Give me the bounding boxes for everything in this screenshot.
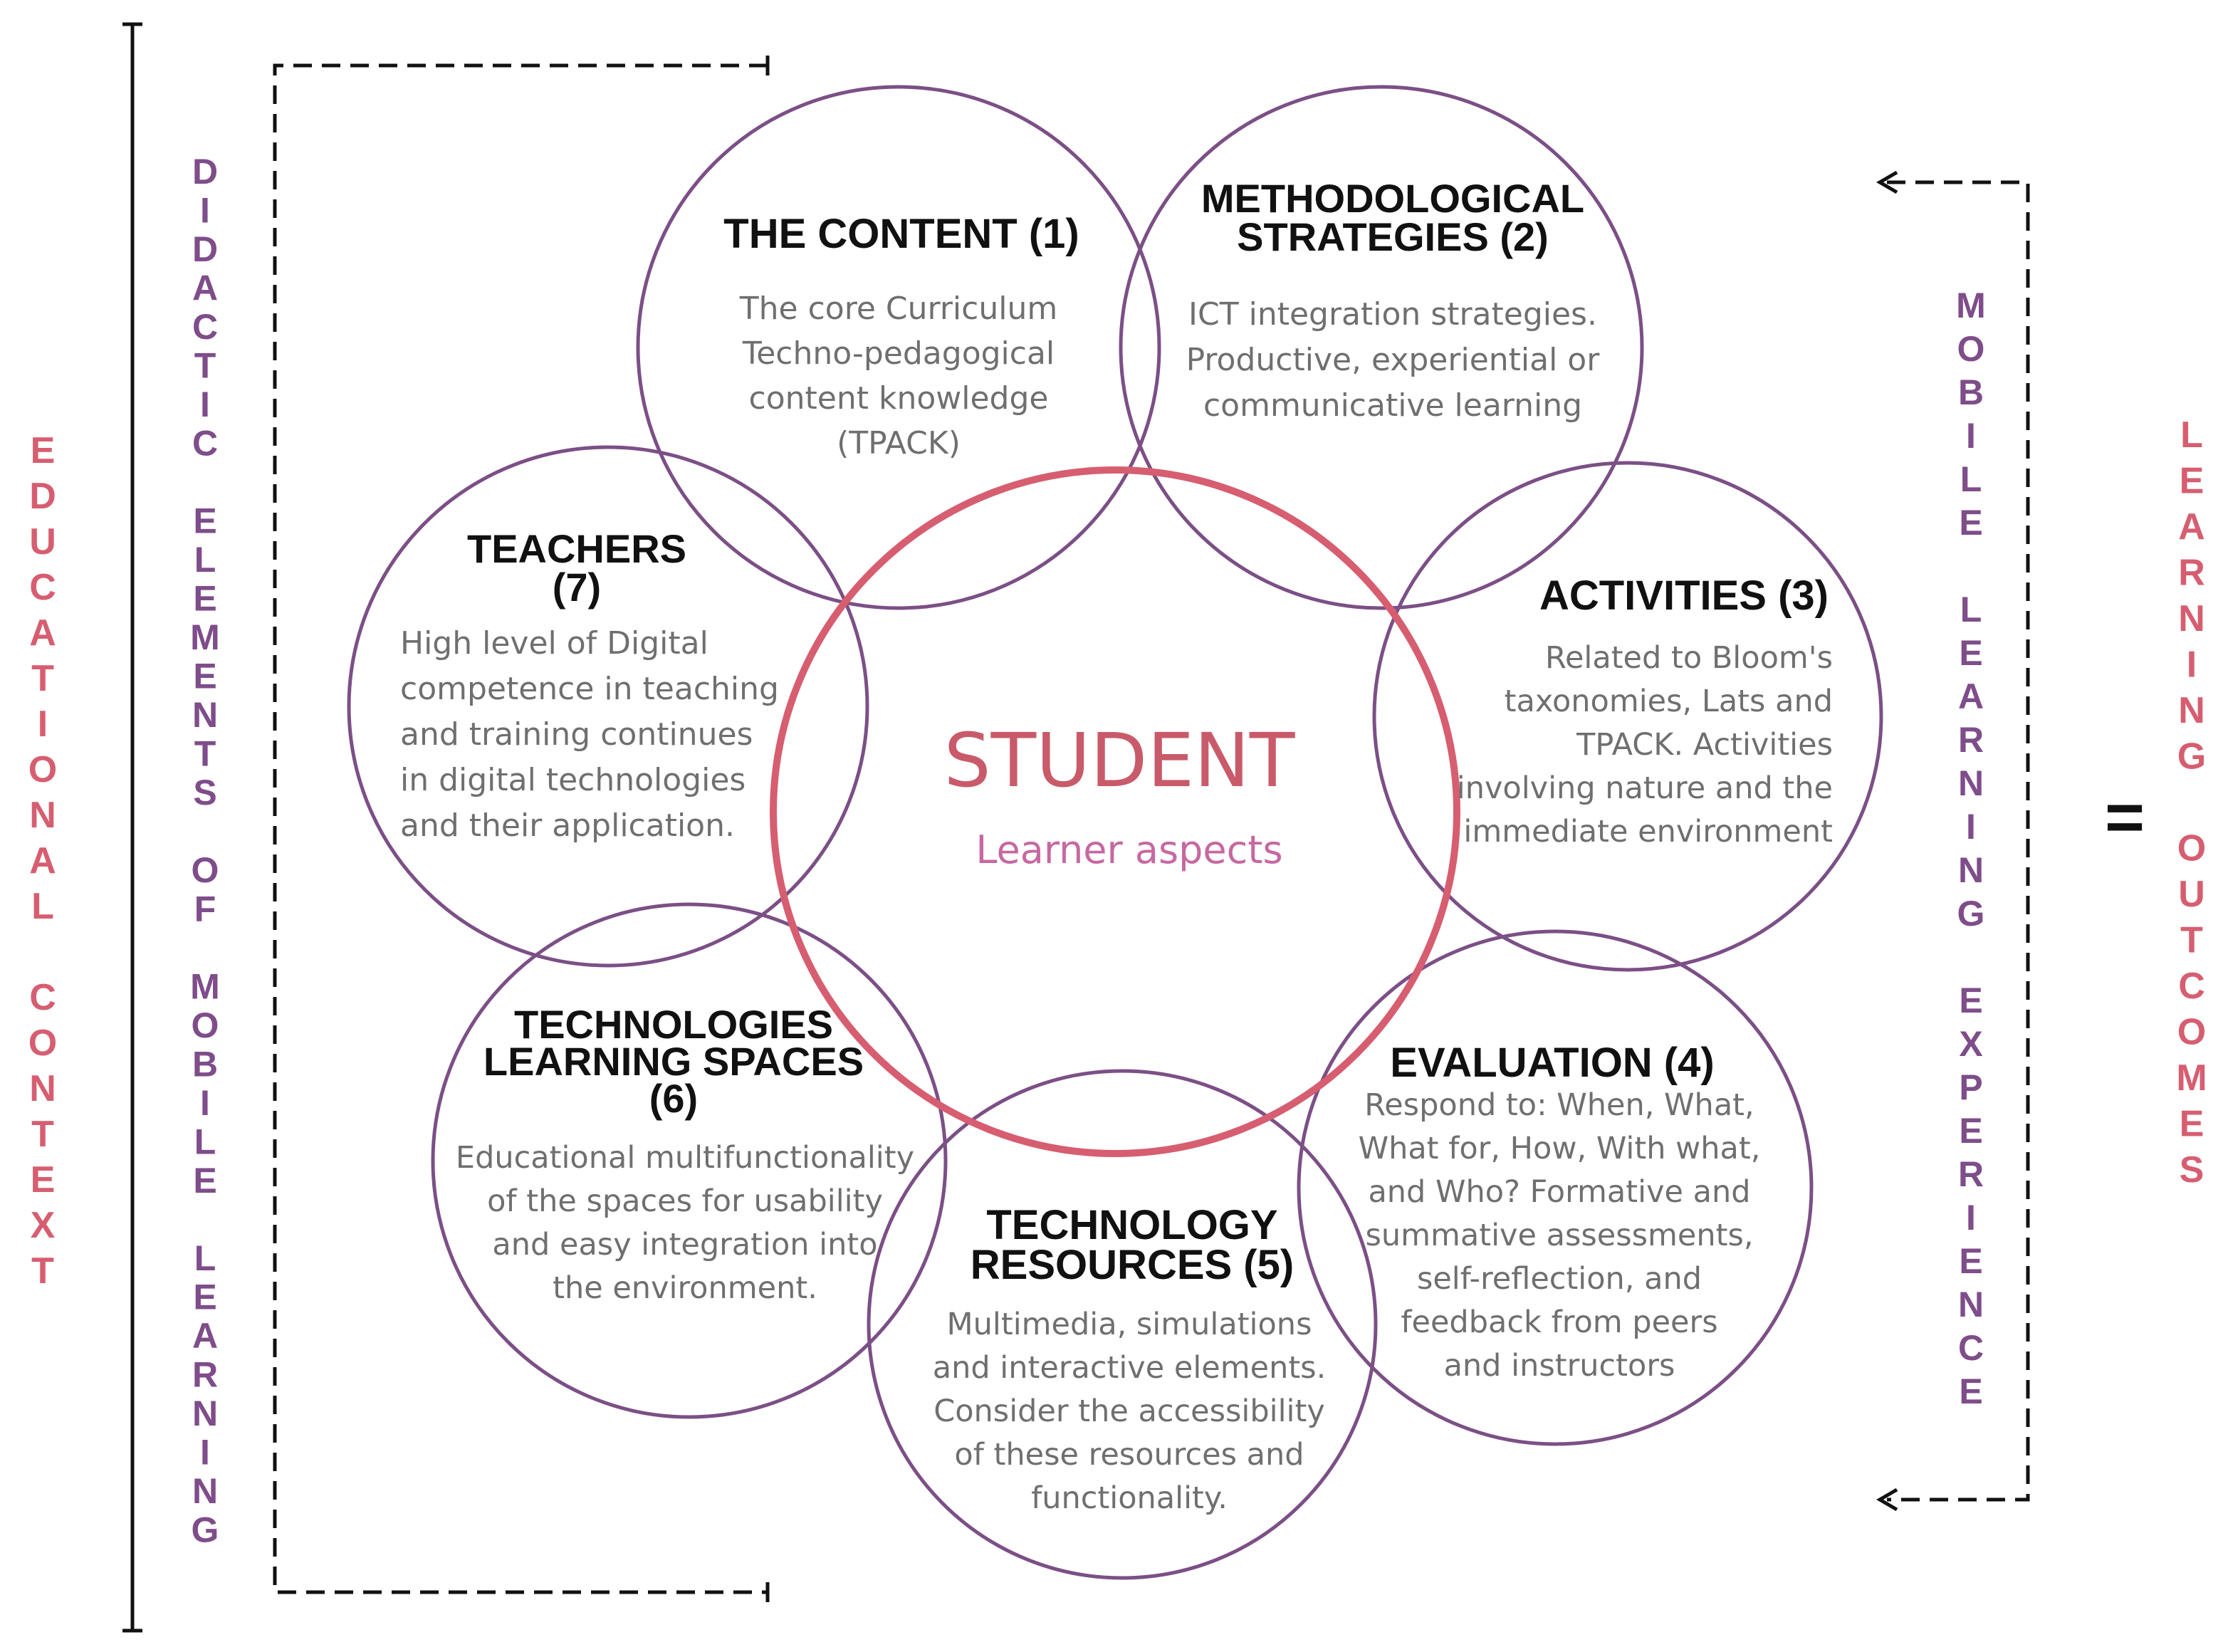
- circle-evaluation: [1297, 929, 1814, 1446]
- circle-content: [636, 85, 1161, 610]
- element-description-line: Techno-pedagogical: [742, 335, 1055, 372]
- element-description-line: Productive, experiential or: [1186, 342, 1601, 378]
- element-description-line: TPACK. Activities: [1576, 727, 1833, 763]
- element-description-line: and interactive elements.: [933, 1350, 1327, 1386]
- element-description-line: immediate environment: [1463, 814, 1833, 849]
- element-description-line: and easy integration into: [492, 1227, 877, 1262]
- element-description-line: High level of Digital: [400, 625, 708, 662]
- element-description-line: of these resources and: [954, 1437, 1304, 1473]
- element-description-line: and training continues: [400, 716, 753, 753]
- element-description-line: Related to Bloom's: [1545, 640, 1833, 676]
- element-title-line: STRATEGIES (2): [1237, 214, 1549, 259]
- element-description-line: in digital technologies: [400, 762, 746, 798]
- element-description: Multimedia, simulations and interactive e…: [933, 1307, 1327, 1516]
- element-description-line: ICT integration strategies.: [1188, 296, 1597, 333]
- circle-activities: [1372, 461, 1883, 972]
- element-teachers: TEACHERS(7) High level of Digital competen…: [400, 526, 779, 844]
- element-title-line: (7): [553, 565, 601, 610]
- element-description-line: taxonomies, Lats and: [1505, 684, 1833, 719]
- arrow-head-bottom: [1876, 1488, 1898, 1512]
- circle-learning-spaces: [431, 902, 948, 1419]
- circle-methodological: [1119, 85, 1644, 610]
- element-title: EVALUATION (4): [1390, 1040, 1714, 1086]
- element-title-line: METHODOLOGICAL: [1201, 176, 1584, 221]
- element-description: Respond to: When, What, What for, How, Wi…: [1359, 1087, 1761, 1384]
- element-description-line: competence in teaching: [400, 671, 779, 707]
- element-description-line: content knowledge: [749, 380, 1049, 417]
- arrow-head-top: [1876, 170, 1898, 194]
- educational-context-bracket: [122, 22, 142, 1633]
- element-description: Educational multifunctionality of the spa…: [456, 1140, 914, 1306]
- student-subtitle: Learner aspects: [975, 827, 1282, 872]
- element-title: ACTIVITIES (3): [1539, 573, 1829, 619]
- element-title-line: RESOURCES (5): [971, 1242, 1294, 1288]
- element-circles: [347, 85, 1883, 1580]
- element-title-line: TECHNOLOGIES: [514, 1002, 833, 1047]
- element-title-line: ACTIVITIES (3): [1539, 573, 1829, 619]
- element-title-line: EVALUATION (4): [1390, 1040, 1714, 1086]
- element-description-line: The core Curriculum: [739, 291, 1057, 327]
- element-title: TEACHERS(7): [467, 526, 686, 610]
- element-description-line: the environment.: [553, 1270, 817, 1306]
- element-description-line: Respond to: When, What,: [1364, 1087, 1754, 1123]
- circle-technology-resources: [867, 1069, 1378, 1580]
- element-title-line: THE CONTENT (1): [723, 211, 1079, 257]
- element-description-line: What for, How, With what,: [1359, 1131, 1761, 1166]
- element-description-line: involving nature and the: [1457, 770, 1833, 806]
- element-description-line: and Who? Formative and: [1368, 1174, 1750, 1210]
- equals-sign: =: [2105, 779, 2145, 855]
- element-description-line: and their application.: [400, 807, 735, 844]
- element-description-line: feedback from peers: [1401, 1305, 1717, 1340]
- element-description-line: communicative learning: [1203, 387, 1582, 424]
- element-description-line: Consider the accessibility: [933, 1394, 1325, 1429]
- element-description-line: of the spaces for usability: [487, 1183, 883, 1219]
- mobile-experience-bracket: [1887, 180, 2030, 1502]
- element-description-line: functionality.: [1031, 1480, 1228, 1516]
- element-description-line: and instructors: [1444, 1348, 1675, 1384]
- element-description-line: Multimedia, simulations: [947, 1307, 1312, 1342]
- element-title-line: (6): [649, 1076, 698, 1121]
- element-title-line: TEACHERS: [467, 526, 686, 571]
- student-title: STUDENT: [944, 717, 1295, 804]
- element-description-line: Educational multifunctionality: [456, 1140, 914, 1176]
- element-title: THE CONTENT (1): [723, 211, 1079, 257]
- didactic-elements-bracket: [273, 63, 768, 1594]
- element-evaluation: EVALUATION (4)Respond to: When, What, Wha…: [1359, 1040, 1761, 1384]
- circle-student: [770, 466, 1460, 1157]
- circle-teachers: [347, 445, 869, 968]
- element-description-line: summative assessments,: [1365, 1218, 1753, 1253]
- element-description-line: self-reflection, and: [1417, 1261, 1702, 1297]
- element-title-line: LEARNING SPACES: [483, 1039, 864, 1084]
- element-activities: ACTIVITIES (3) Related to Bloom's taxonomi…: [1457, 573, 1833, 849]
- element-description-line: (TPACK): [837, 425, 961, 461]
- element-title-line: TECHNOLOGY: [986, 1202, 1277, 1248]
- element-description: ICT integration strategies. Productive, e…: [1186, 296, 1601, 424]
- element-description: High level of Digital competence in teach…: [400, 625, 779, 844]
